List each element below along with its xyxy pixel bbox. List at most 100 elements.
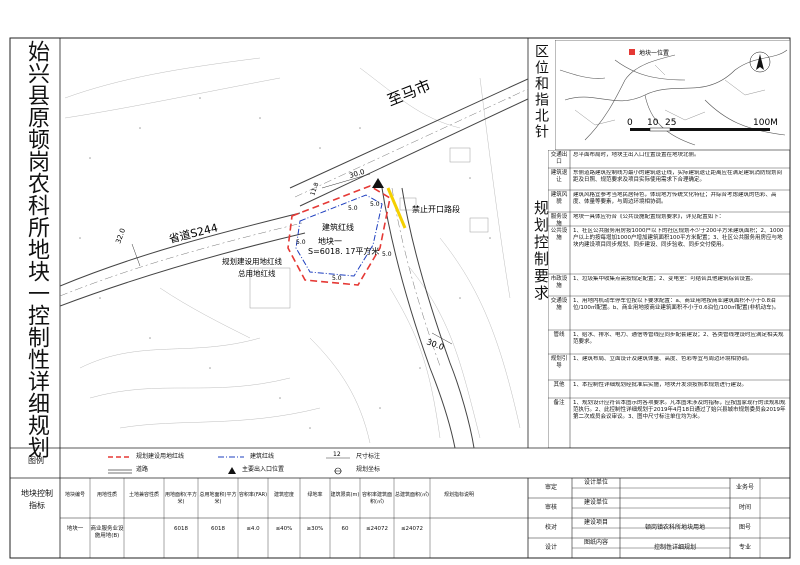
control-row-label: 其他 xyxy=(553,382,565,388)
control-table: 交通出口总平面布局时，地块主出入口位置设置在地块北侧。建筑退让东侧道路建筑控制线… xyxy=(548,150,790,448)
indicator-header: 建筑密度 xyxy=(273,492,294,498)
north-arrow-icon xyxy=(749,51,771,73)
signoff-left-label: 设计 xyxy=(544,544,557,551)
control-row-text: 1、社区公共服务用房按1000户以下的社区规划不少于200平方米建筑面积；2、1… xyxy=(573,228,784,248)
control-row-text: 建筑风格宜参考当地民居特色，体现地方传统文化特征；并综合考虑建筑的色彩、高度、体… xyxy=(573,192,777,205)
signoff-mid-label: 建设项目 xyxy=(583,519,608,526)
dim-label-setback-3: 5.0 xyxy=(332,275,342,282)
dim-label-left: 32.0 xyxy=(114,227,127,244)
indicator-header: 用地面积(平方米) xyxy=(165,492,197,505)
control-table-grid xyxy=(548,150,790,448)
control-row-label: 交通出口 xyxy=(550,152,568,165)
indicator-value: ≥30% xyxy=(306,526,324,532)
legend-item-road: 道路 xyxy=(136,466,149,473)
legend-title: 图例 xyxy=(28,456,44,465)
signoff-right-label: 专业 xyxy=(738,544,751,551)
plan-boundary-redline xyxy=(287,185,391,286)
legend-item-building-line: 建筑红线 xyxy=(250,453,275,460)
indicator-value: ≤40% xyxy=(275,526,293,532)
control-row-text: 东侧道路建筑控制线为最小的建筑退让线，实际建筑退让距离应在满足建筑消防规划间距及… xyxy=(573,170,783,183)
road-to-mashi xyxy=(289,78,528,207)
location-plot-marker xyxy=(629,49,635,55)
control-row-label: 市政设施 xyxy=(550,276,568,289)
dim-label-top: 30.0 xyxy=(348,168,365,180)
label-road-s244: 省道S244 xyxy=(167,220,219,246)
control-row-text: 1、规划设计应符合本图示的各项要求。凡本图未涉及的指标，应按国家现行的法规和规范… xyxy=(573,400,786,420)
sheet-title: 始兴县原顿岗农科所地块一控制性详细规划 xyxy=(24,40,49,458)
control-row-label: 建筑退让 xyxy=(550,170,568,183)
svg-text:10: 10 xyxy=(647,118,659,128)
legend-item-plan-redline: 规划建设用地红线 xyxy=(136,453,185,460)
road-southeast xyxy=(381,187,475,448)
indicator-header: 容积率建筑面积(㎡) xyxy=(361,492,392,505)
legend-item-entrance: 主要出入口位置 xyxy=(242,466,285,473)
control-row-label: 公共设施 xyxy=(550,228,568,241)
control-row-label: 服务设施 xyxy=(550,214,568,227)
legend-item-dimension: 尺寸标注 xyxy=(356,453,381,460)
indicator-header: 地块编号 xyxy=(64,492,85,498)
dim-label-setback-2: 5.0 xyxy=(382,251,392,258)
signoff-right-label: 业务号 xyxy=(735,484,754,491)
control-row-text: 1、用地内机动车停车位按以下要求配置：a、商业用地按商业建筑面积不小于0.8泊位… xyxy=(573,298,780,311)
building-redline xyxy=(295,194,383,277)
label-plan-line-2: 总用地红线 xyxy=(238,268,276,278)
control-row-text: 1、建筑布局、立面设计及建筑体量、高度、色彩等宜与周边环境相协调。 xyxy=(573,356,753,362)
control-row-text: 1、垃圾集中收集点需按规定配置；2、变电室：可结合其他建筑综合设置。 xyxy=(573,276,757,282)
no-entry-segment xyxy=(386,187,407,229)
signoff-mid-label: 图纸内容 xyxy=(583,539,608,546)
indicator-value: 6018 xyxy=(174,526,188,532)
signoff-right-label: 时间 xyxy=(738,504,751,511)
signoff-left-label: 校对 xyxy=(544,524,557,531)
legend: 12 规划建设用地红线 建筑红线 尺寸标注 道路 主要出入口位置 规划坐标 xyxy=(60,448,528,478)
control-row-label: 建筑风貌 xyxy=(550,192,568,205)
label-plan-line-1: 规划建设用地红线 xyxy=(222,256,282,266)
dim-label-setback-1: 5.0 xyxy=(296,239,306,246)
label-no-entry: 禁止开口路段 xyxy=(412,204,460,214)
indicator-value: ≤24072 xyxy=(365,526,389,532)
indicator-header: 规划指标说明 xyxy=(443,492,474,498)
indicator-value: 商业服务业设施用地(B) xyxy=(90,526,124,539)
road-s244 xyxy=(60,212,306,307)
survey-points xyxy=(79,97,511,429)
signoff-mid-value: 控制性详细规划 xyxy=(653,544,696,551)
indicator-value: 6018 xyxy=(211,526,225,532)
signoff-mid-label: 建设单位 xyxy=(583,499,608,506)
svg-text:12: 12 xyxy=(333,451,341,458)
indicator-value: 地块一 xyxy=(66,526,84,532)
indicator-header: 绿地率 xyxy=(307,492,323,498)
dimension-lines xyxy=(131,173,453,345)
indicator-header: 容积率(FAR) xyxy=(238,492,268,498)
label-plot-name: 地块一 xyxy=(318,236,342,246)
scale-bar: 0 10 25 100M xyxy=(627,118,778,132)
signoff-mid-label: 设计单位 xyxy=(583,479,608,486)
indicator-title: 地块控制指标 xyxy=(21,489,53,510)
legend-item-coordinate: 规划坐标 xyxy=(356,466,381,473)
svg-text:25: 25 xyxy=(665,118,676,128)
signoff-left-label: 审核 xyxy=(544,504,557,511)
control-row-text: 总平面布局时，地块主出入口位置设置在地块北侧。 xyxy=(573,152,700,158)
dim-label-setback-4: 5.0 xyxy=(370,201,380,208)
indicator-header: 总建筑面积(㎡) xyxy=(395,492,429,498)
contour-lines xyxy=(64,57,521,444)
indicator-header: 土地兼容性质 xyxy=(128,492,159,498)
control-row-label: 规划引导 xyxy=(550,356,568,369)
svg-text:0: 0 xyxy=(627,118,633,128)
signoff-block: 审定审核校对设计 设计单位建设单位建设项目顿岗镇农科所地块用地图纸内容控制性详细规… xyxy=(528,478,790,558)
indicator-value: ≤24072 xyxy=(400,526,424,532)
location-map-title: 区位和指北针 xyxy=(533,44,549,140)
control-row-label: 交通设施 xyxy=(550,298,568,311)
indicator-header: 建筑限高(m) xyxy=(330,492,360,498)
label-building-redline: 建筑红线 xyxy=(322,222,354,232)
control-title: 规划控制要求 xyxy=(532,200,550,302)
main-entrance-marker xyxy=(372,178,384,188)
indicator-header: 用地性质 xyxy=(96,492,117,498)
dim-label-north: 11.8 xyxy=(309,182,320,197)
signoff-mid-value: 顿岗镇农科所地块用地 xyxy=(644,524,705,531)
signoff-left-label: 审定 xyxy=(544,484,557,491)
control-row-text: 1、给水、排水、电力、通信等管线应同步配套建设；2、各类管线埋设时应满足相关规范… xyxy=(573,332,784,345)
indicator-table: 地块编号地块一 用地性质商业服务业设施用地(B) 土地兼容性质用地面积(平方米) 60… xyxy=(60,478,528,558)
indicator-value: ≤4.0 xyxy=(246,526,260,532)
control-row-text: 地块一具体应符合《公共设施配置规划要求》，详见配置如下： xyxy=(573,214,725,220)
